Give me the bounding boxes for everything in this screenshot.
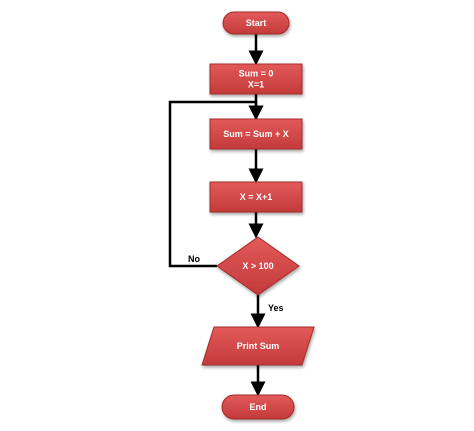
node-add: Sum = Sum + X <box>209 118 303 150</box>
node-inc: X = X+1 <box>209 181 303 213</box>
end-terminator-shape <box>221 394 295 420</box>
edge-label-yes: Yes <box>268 303 284 313</box>
print-label-0: Print Sum <box>237 341 280 351</box>
node-start: Start <box>222 11 290 35</box>
arrow-check-add <box>168 100 264 268</box>
edge-labels-layer: Yes No <box>188 254 284 313</box>
node-init: Sum = 0X=1 <box>209 63 303 95</box>
add-process-shape <box>209 118 303 150</box>
check-decision-shape <box>216 236 300 296</box>
print-io-shape <box>201 326 315 366</box>
inc-label-0: X = X+1 <box>240 192 273 202</box>
add-label-0: Sum = Sum + X <box>223 129 289 139</box>
start-terminator-shape <box>222 11 290 35</box>
init-process-shape <box>209 63 303 95</box>
init-label-0: Sum = 0 <box>239 69 274 79</box>
check-label-0: X > 100 <box>242 261 273 271</box>
node-end: End <box>221 394 295 420</box>
edge-label-no: No <box>188 254 200 264</box>
init-label-1: X=1 <box>248 80 264 90</box>
node-check: X > 100 <box>216 236 300 296</box>
node-print: Print Sum <box>201 326 315 366</box>
connectors-layer <box>168 34 266 397</box>
inc-process-shape <box>209 181 303 213</box>
end-label-0: End <box>250 402 267 412</box>
start-label-0: Start <box>246 18 267 28</box>
